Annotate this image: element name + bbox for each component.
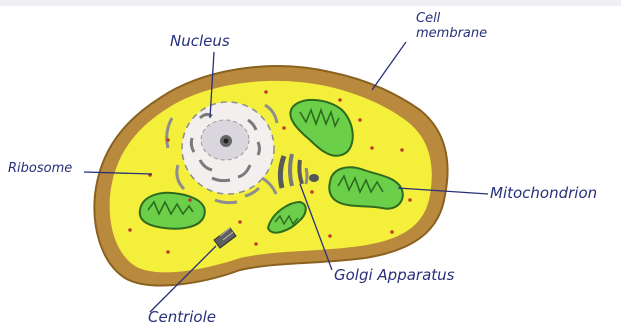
label-centriole: Centriole: [148, 308, 216, 326]
mitochondrion-left: [140, 193, 205, 229]
label-cell-membrane-line2: membrane: [416, 26, 487, 41]
label-mitochondrion: Mitochondrion: [490, 184, 597, 202]
label-cell-membrane-line1: Cell: [416, 11, 441, 26]
label-nucleus: Nucleus: [170, 32, 230, 50]
label-ribosome: Ribosome: [8, 161, 72, 176]
paper-top-edge: [0, 0, 621, 6]
label-golgi-apparatus: Golgi Apparatus: [334, 266, 455, 284]
nucleus: [182, 102, 274, 194]
